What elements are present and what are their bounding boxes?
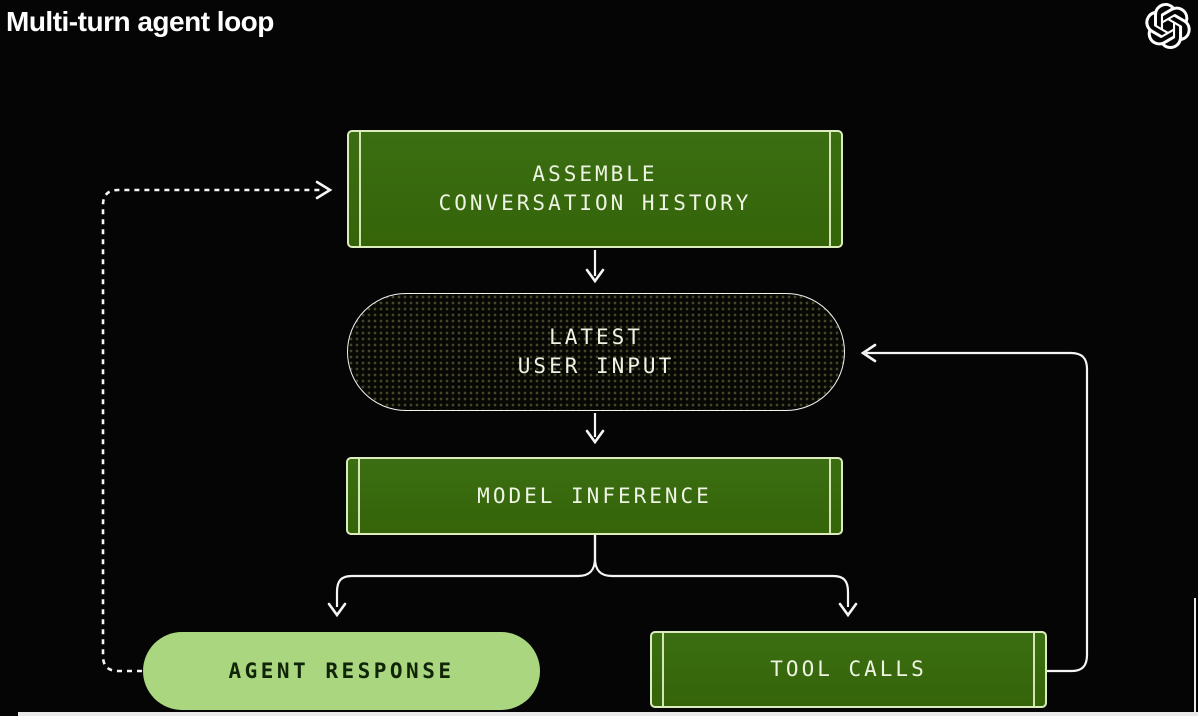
node-label: CONVERSATION HISTORY	[438, 191, 752, 215]
edge-latest-input-to-model-inference	[585, 413, 605, 445]
node-side-rail	[829, 132, 831, 246]
slide-right-edge	[1194, 598, 1196, 716]
node-latest-user-input: LATEST USER INPUT	[347, 293, 845, 411]
edge-model-inference-to-agent-response	[327, 535, 597, 618]
node-label: MODEL INFERENCE	[477, 483, 712, 508]
node-label: TOOL CALLS	[770, 657, 927, 681]
node-side-rail	[358, 459, 360, 533]
edge-model-inference-to-tool-calls	[593, 535, 858, 618]
openai-logo-icon	[1143, 3, 1193, 50]
slide-bottom-edge	[18, 712, 1198, 716]
node-label: ASSEMBLE	[532, 162, 658, 186]
edge-agent-response-to-assemble	[101, 180, 333, 673]
edge-assemble-to-latest-input	[585, 250, 605, 284]
node-assemble-conversation-history: ASSEMBLE CONVERSATION HISTORY	[347, 130, 843, 248]
page-title: Multi-turn agent loop	[6, 6, 274, 37]
node-label: USER INPUT	[517, 354, 675, 378]
node-side-rail	[829, 459, 831, 533]
node-model-inference: MODEL INFERENCE	[346, 457, 843, 535]
node-tool-calls: TOOL CALLS	[650, 631, 1047, 708]
edge-tool-calls-to-latest-input	[860, 343, 1089, 673]
node-label: LATEST	[549, 325, 643, 349]
node-side-rail	[662, 633, 664, 706]
node-label: AGENT RESPONSE	[228, 658, 455, 683]
node-side-rail	[1033, 633, 1035, 706]
node-side-rail	[359, 132, 361, 246]
node-agent-response: AGENT RESPONSE	[143, 632, 540, 710]
